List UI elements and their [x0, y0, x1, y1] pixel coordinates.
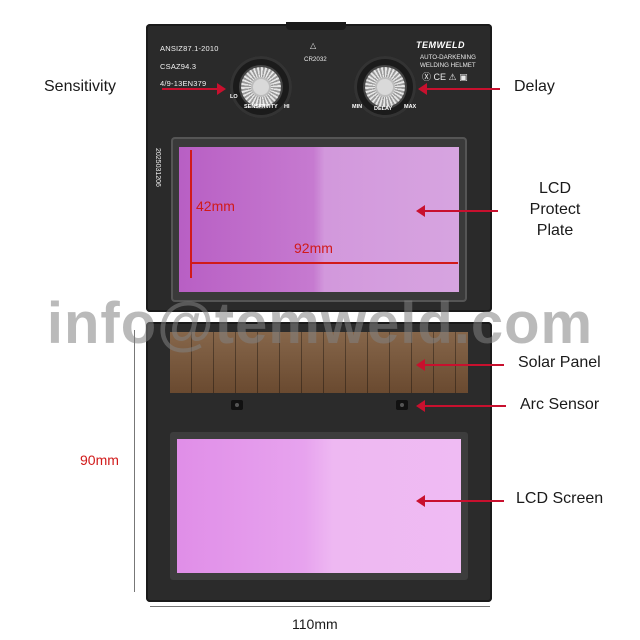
- label-lcd-protect-line-3: Plate: [536, 222, 574, 239]
- arc-sensor-left: [231, 400, 243, 410]
- brand-logo: TEMWELD: [416, 40, 465, 50]
- standard-text-3: 4/9-13EN379: [160, 79, 207, 88]
- dimension-line-module-width: [150, 606, 490, 607]
- dimension-line-lcd-height: [190, 150, 192, 278]
- dimension-lcd-height: 42mm: [196, 198, 235, 214]
- warning-icon: △: [310, 41, 317, 50]
- arrow-arc-sensor: [416, 400, 506, 412]
- delay-knob-label: DELAY: [374, 106, 393, 112]
- bottom-module-housing: [146, 322, 492, 602]
- sensitivity-hi-label: HI: [284, 104, 290, 110]
- arrow-sensitivity: [162, 83, 226, 95]
- lcd-screen: [177, 439, 461, 573]
- delay-knob[interactable]: [365, 67, 405, 107]
- top-notch: [286, 22, 346, 30]
- watermark: info@temweld.com: [46, 291, 594, 356]
- standard-text-1: ANSIZ87.1-2010: [160, 44, 219, 53]
- sensitivity-knob[interactable]: [241, 67, 281, 107]
- lcd-protect-plate: [179, 147, 459, 292]
- label-lcd-screen: LCD Screen: [516, 490, 604, 507]
- sensitivity-knob-label: SENSITIVITY: [244, 104, 278, 110]
- dimension-module-width: 110mm: [292, 616, 338, 632]
- top-module-housing: ANSIZ87.1-2010 CSAZ94.3 4/9-13EN379 △ CR…: [146, 22, 492, 312]
- serial-number: 2025031206: [154, 148, 161, 187]
- arrow-delay: [418, 83, 500, 95]
- sensitivity-knob-cap: [251, 77, 271, 97]
- standard-text-2: CSAZ94.3: [160, 62, 197, 71]
- delay-max-label: MAX: [404, 104, 417, 110]
- dimension-module-height: 90mm: [80, 452, 119, 468]
- delay-knob-well: [354, 56, 416, 118]
- product-line-2: WELDING HELMET: [420, 62, 476, 69]
- delay-min-label: MIN: [352, 104, 363, 110]
- dimension-line-lcd-width: [190, 262, 458, 264]
- sensitivity-lo-label: LO: [230, 94, 238, 100]
- label-solar-panel: Solar Panel: [518, 354, 601, 371]
- product-line-1: AUTO-DARKENING: [420, 54, 476, 61]
- certification-icons: Ⓧ CE ⚠ ▣: [422, 72, 468, 82]
- arrow-lcd-screen: [416, 495, 504, 507]
- label-lcd-protect-line-1: LCD: [538, 180, 571, 197]
- label-lcd-protect-line-2: Protect: [529, 201, 581, 218]
- sensitivity-knob-well: [230, 56, 292, 118]
- label-delay: Delay: [514, 78, 555, 95]
- label-arc-sensor: Arc Sensor: [520, 396, 600, 413]
- dimension-lcd-width: 92mm: [294, 240, 333, 256]
- battery-label: CR2032: [304, 56, 327, 63]
- delay-knob-cap: [375, 77, 395, 97]
- label-sensitivity: Sensitivity: [44, 78, 117, 95]
- arrow-lcd-protect-plate: [416, 205, 498, 217]
- label-lcd-protect-plate: LCD Protect Plate: [510, 178, 600, 241]
- dimension-line-module-height: [134, 330, 135, 592]
- arrow-solar-panel: [416, 359, 504, 371]
- arc-sensor-right: [396, 400, 408, 410]
